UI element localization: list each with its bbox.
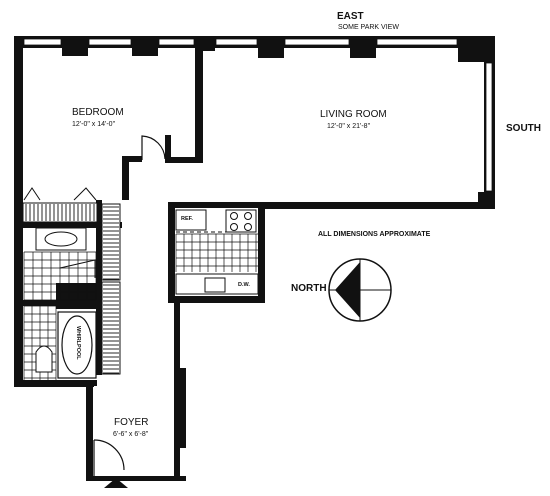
fridge-label: REF.	[181, 216, 193, 222]
label-east: EAST	[337, 11, 364, 22]
foyer-dims: 6'-6" x 6'-8"	[113, 431, 149, 438]
label-dimensions-note: ALL DIMENSIONS APPROXIMATE	[318, 231, 431, 238]
bedroom-dims: 12'-0" x 14'-0"	[72, 121, 116, 128]
label-view-note: SOME PARK VIEW	[338, 24, 399, 31]
foyer-name: FOYER	[114, 417, 149, 428]
bedroom-name: BEDROOM	[72, 107, 124, 118]
kitchen-appliances	[175, 209, 259, 295]
entry-door	[93, 439, 125, 476]
bedroom-door	[141, 135, 166, 160]
label-south: SOUTH	[506, 123, 541, 134]
entry-arrow	[104, 478, 128, 488]
compass-rose	[328, 258, 392, 322]
windows	[23, 38, 493, 192]
sink	[35, 227, 87, 251]
hatch-lines	[25, 204, 119, 374]
toilet	[35, 345, 53, 373]
whirlpool-tub	[57, 311, 97, 379]
living-room-dims: 12'-0" x 21'-8"	[327, 123, 371, 130]
bath-tiles	[23, 251, 97, 380]
dishwasher-label: D.W.	[238, 282, 250, 288]
whirlpool-label: WHIRLPOOL	[75, 326, 81, 360]
walls	[14, 36, 495, 481]
kitchen-tiles	[175, 233, 258, 272]
living-room-name: LIVING ROOM	[320, 109, 387, 120]
label-north: NORTH	[291, 283, 327, 294]
